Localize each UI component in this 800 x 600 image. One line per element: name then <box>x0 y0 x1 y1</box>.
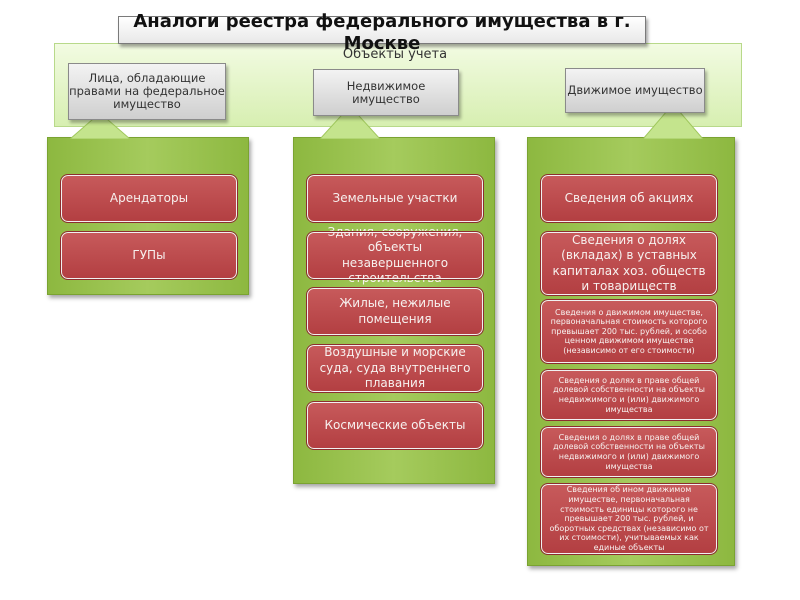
connector-arrow-1 <box>70 113 130 139</box>
item-other-movable: Сведения об ином движимом имуществе, пер… <box>540 483 718 555</box>
header-movable: Движимое имущество <box>565 68 705 113</box>
item-space-objects: Космические объекты <box>306 401 484 450</box>
item-shared-ownership-1: Сведения о долях в праве общей долевой с… <box>540 369 718 421</box>
header-rights-holders: Лица, обладающие правами на федеральное … <box>68 63 226 120</box>
item-shares: Сведения об акциях <box>540 174 718 223</box>
item-capital-stakes: Сведения о долях (вкладах) в уставных ка… <box>540 231 718 296</box>
band-caption: Объекты учета <box>342 47 448 62</box>
item-vessels: Воздушные и морские суда, суда внутренне… <box>306 344 484 393</box>
connector-arrow-3 <box>643 104 703 139</box>
connector-arrow-2 <box>320 106 380 139</box>
item-premises: Жилые, нежилые помещения <box>306 287 484 336</box>
item-buildings: Здания, сооружения, объекты незавершенно… <box>306 225 484 285</box>
item-shared-ownership-2: Сведения о долях в праве общей долевой с… <box>540 426 718 478</box>
item-state-enterprises: ГУПы <box>60 231 238 280</box>
item-movable-over-200k: Сведения о движимом имуществе, первонача… <box>540 299 718 364</box>
page-title: Аналоги реестра федерального имущества в… <box>118 11 646 54</box>
item-land-plots: Земельные участки <box>306 174 484 223</box>
header-real-estate: Недвижимое имущество <box>313 69 459 116</box>
item-tenants: Арендаторы <box>60 174 238 223</box>
